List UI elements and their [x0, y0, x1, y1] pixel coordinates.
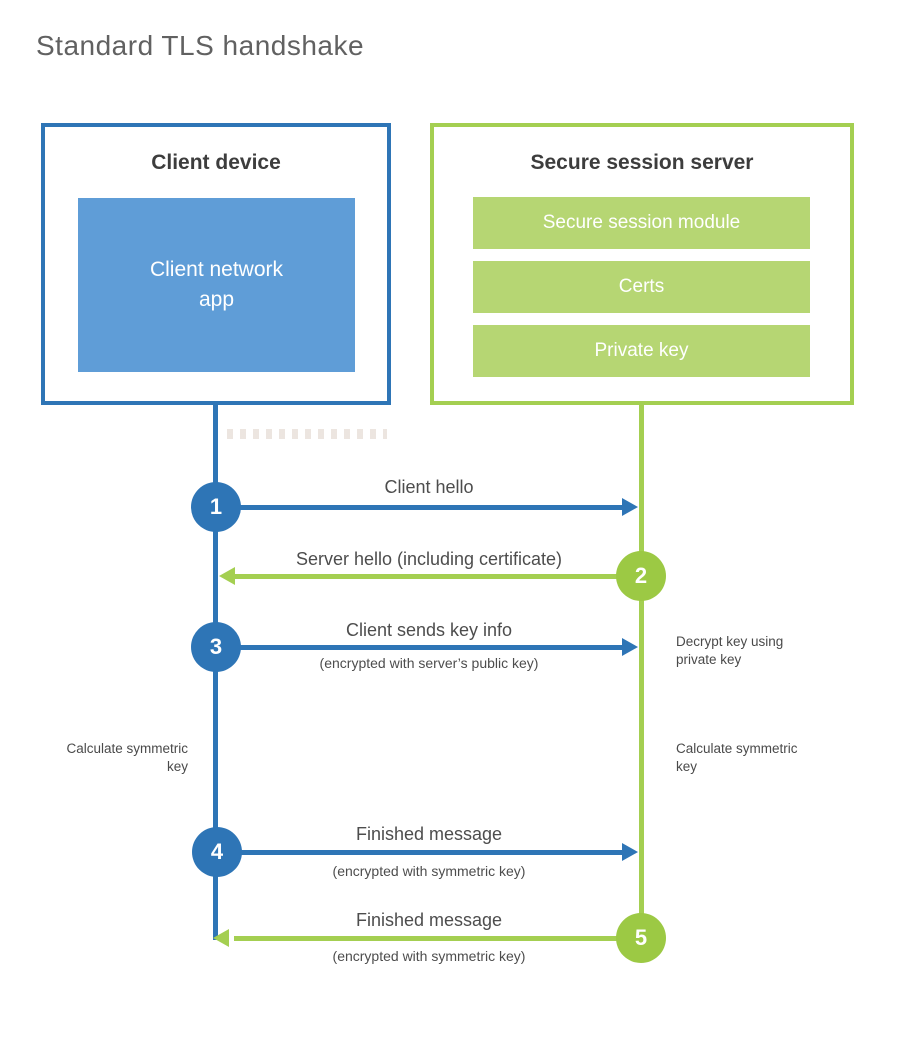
- step-3-sublabel: (encrypted with server’s public key): [319, 655, 539, 671]
- step-1-arrowhead-right-icon: [622, 498, 638, 516]
- step-1-arrow: [240, 505, 624, 510]
- step-5-arrow: [234, 936, 618, 941]
- server-module-bar: Private key: [473, 325, 810, 377]
- step-4-sublabel: (encrypted with symmetric key): [332, 863, 526, 879]
- step-2-badge: 2: [616, 551, 666, 601]
- step-3-arrow: [240, 645, 624, 650]
- step-2-arrow: [234, 574, 618, 579]
- step-5-sublabel: (encrypted with symmetric key): [332, 948, 526, 964]
- step-5-badge: 5: [616, 913, 666, 963]
- step-4-badge: 4: [192, 827, 242, 877]
- client-device-title: Client device: [151, 151, 281, 174]
- calculate-symmetric-key-note-right: Calculate symmetric key: [676, 741, 798, 774]
- step-1-badge: 1: [191, 482, 241, 532]
- step-3-arrowhead-right-icon: [622, 638, 638, 656]
- client-network-app-rect: Client network app: [78, 198, 355, 372]
- step-1-number: 1: [209, 494, 223, 519]
- step-2-number: 2: [634, 563, 648, 588]
- client-device-box: Client device Client network app: [41, 123, 391, 405]
- step-5-label: Finished message: [355, 910, 503, 930]
- server-module-label: Certs: [618, 276, 665, 297]
- step-5-number: 5: [634, 925, 648, 950]
- step-4-label: Finished message: [355, 824, 503, 844]
- decrypt-key-note: Decrypt key using private key: [676, 634, 784, 667]
- client-lifeline: [213, 404, 218, 940]
- server-module-bar: Certs: [473, 261, 810, 313]
- step-4-arrow: [241, 850, 624, 855]
- step-4-number: 4: [210, 839, 224, 864]
- server-module-bar: Secure session module: [473, 197, 810, 249]
- step-3-number: 3: [209, 634, 223, 659]
- step-2-label: Server hello (including certificate): [295, 549, 563, 569]
- server-module-label: Private key: [594, 340, 689, 361]
- step-1-label: Client hello: [384, 477, 474, 497]
- client-network-app-label: Client network app: [149, 257, 284, 311]
- step-5-arrowhead-left-icon: [213, 929, 229, 947]
- step-2-arrowhead-left-icon: [219, 567, 235, 585]
- step-3-badge: 3: [191, 622, 241, 672]
- step-3-label: Client sends key info: [345, 620, 513, 640]
- server-lifeline: [639, 404, 644, 936]
- secure-session-server-box: Secure session server Secure session mod…: [430, 123, 854, 405]
- secure-session-server-title: Secure session server: [530, 151, 754, 174]
- page-title: Standard TLS handshake: [36, 30, 365, 61]
- calculate-symmetric-key-note-left: Calculate symmetric key: [66, 741, 188, 774]
- server-module-label: Secure session module: [542, 212, 741, 233]
- step-4-arrowhead-right-icon: [622, 843, 638, 861]
- faint-artifact: [227, 429, 387, 439]
